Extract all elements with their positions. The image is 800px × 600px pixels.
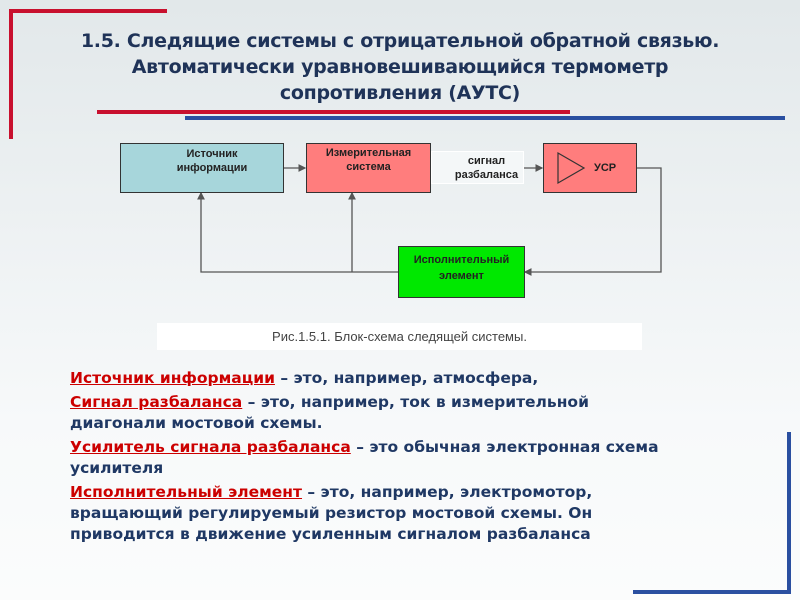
amplifier-triangle-icon [557, 151, 586, 185]
notes-list: Источник информации – это, например, атм… [70, 368, 690, 548]
amplifier-label: УСР [594, 162, 617, 174]
deco-blue-bottom [633, 590, 791, 594]
note-term: Исполнительный элемент [70, 483, 303, 501]
deco-blue-underline [185, 116, 785, 120]
figure-caption: Рис.1.5.1. Блок-схема следящей системы. [157, 323, 642, 350]
note-text: – это, например, электромотор, вращающий… [70, 483, 593, 543]
note-signal: Сигнал разбаланса – это, например, ток в… [70, 392, 690, 434]
measuring-label: Измерительная система [325, 147, 412, 173]
amplifier-block: УСР [543, 143, 637, 193]
title-line: Автоматически уравновешивающийся термоме… [131, 56, 669, 78]
deco-red-top [9, 9, 167, 13]
signal-label: сигнал разбаланса [454, 155, 519, 181]
signal-label-box: сигнал разбаланса [431, 151, 524, 184]
page-title: 1.5. Следящие системы с отрицательной об… [40, 28, 760, 106]
executive-label: Исполнительный элемент [413, 254, 510, 282]
executive-block: Исполнительный элемент [398, 246, 525, 298]
source-label: Источник информации [176, 148, 248, 174]
note-text: – это обычная электронная схема усилител… [70, 438, 659, 477]
note-executive: Исполнительный элемент – это, например, … [70, 482, 690, 545]
deco-red-left [9, 9, 13, 139]
source-block: Источник информации [120, 143, 284, 193]
measuring-block: Измерительная система [306, 143, 431, 193]
note-term: Сигнал разбаланса [70, 393, 243, 411]
note-text: – это, например, атмосфера, [274, 369, 539, 387]
note-text: – это, например, ток в измерительной диа… [70, 393, 589, 432]
note-source: Источник информации – это, например, атм… [70, 368, 690, 389]
deco-blue-right [787, 432, 791, 594]
title-line: сопротивления (АУТС) [279, 82, 521, 104]
title-line: 1.5. Следящие системы с отрицательной об… [80, 30, 720, 52]
note-term: Усилитель сигнала разбаланса [70, 438, 351, 456]
deco-red-underline [97, 110, 570, 114]
note-term: Источник информации [70, 369, 275, 387]
note-amplifier: Усилитель сигнала разбаланса – это обычн… [70, 437, 690, 479]
